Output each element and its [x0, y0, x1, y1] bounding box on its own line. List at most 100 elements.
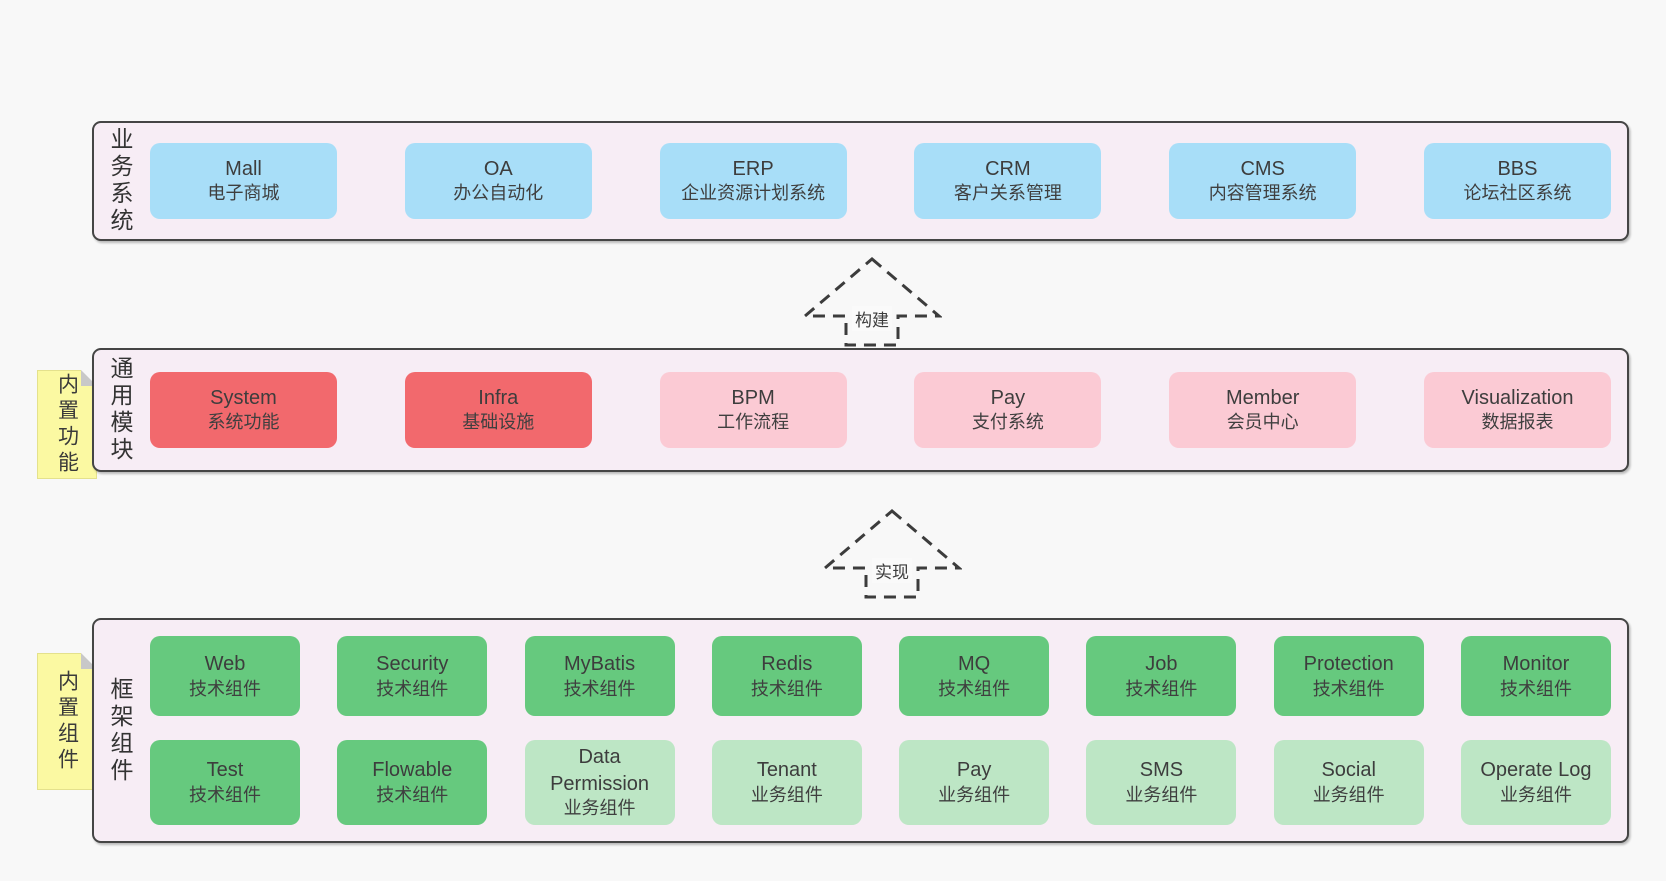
box-data-permission: Data Permission 业务组件 — [524, 740, 675, 825]
box-title: Operate Log — [1480, 759, 1592, 782]
section-rows: System 系统功能 Infra 基础设施 BPM 工作流程 Pay 支付系统 Member 会… — [150, 372, 1611, 448]
box-subtitle: 会员中心 — [1226, 412, 1299, 433]
box-subtitle: 业务组件 — [1499, 784, 1572, 805]
box-title: Redis — [761, 653, 813, 676]
box-subtitle: 技术组件 — [376, 678, 449, 699]
box-title: Flowable — [372, 759, 453, 782]
section-business-systems: 业务系统 Mall 电子商城 OA 办公自动化 ERP 企业资源计划系统 CRM 客户关系管理… — [92, 121, 1629, 241]
box-bbs: BBS 论坛社区系统 — [1423, 143, 1611, 219]
box-title: BPM — [731, 386, 775, 409]
box-title: Pay — [990, 386, 1026, 409]
box-subtitle: 数据报表 — [1481, 412, 1554, 433]
box-subtitle: 论坛社区系统 — [1463, 183, 1572, 204]
note-label: 内置功能 — [55, 372, 79, 477]
sticky-note-builtin-components: 内置组件 — [37, 653, 97, 790]
component-row: System 系统功能 Infra 基础设施 BPM 工作流程 Pay 支付系统 Member 会… — [150, 372, 1611, 448]
box-subtitle: 办公自动化 — [453, 183, 544, 204]
box-subtitle: 技术组件 — [189, 784, 261, 805]
box-subtitle: 客户关系管理 — [953, 183, 1062, 204]
box-subtitle: 电子商城 — [207, 183, 280, 204]
box-system: System 系统功能 — [150, 372, 337, 448]
box-subtitle: 技术组件 — [1312, 678, 1385, 699]
box-pay: Pay 支付系统 — [914, 372, 1102, 448]
box-title: Monitor — [1502, 653, 1570, 676]
box-subtitle: 支付系统 — [971, 412, 1044, 433]
box-title: Test — [206, 759, 244, 782]
box-subtitle: 技术组件 — [750, 678, 823, 699]
box-title: Mall — [225, 157, 262, 180]
box-erp: ERP 企业资源计划系统 — [659, 143, 847, 219]
arrow-label: 构建 — [852, 306, 892, 331]
box-title: Member — [1226, 386, 1300, 409]
box-title: Protection — [1303, 653, 1394, 676]
box-subtitle: 技术组件 — [376, 784, 449, 805]
box-subtitle: 内容管理系统 — [1208, 183, 1317, 204]
box-title: BBS — [1497, 157, 1538, 180]
arrow-label: 实现 — [872, 558, 912, 583]
arrow-up-build: 构建 — [802, 256, 942, 348]
box-title: SMS — [1139, 759, 1184, 782]
box-title: Social — [1321, 759, 1376, 782]
box-title: ERP — [732, 157, 774, 180]
box-title: System — [210, 386, 277, 409]
box-subtitle: 业务组件 — [938, 784, 1011, 805]
section-label: 框架组件 — [107, 676, 133, 785]
box-subtitle: 技术组件 — [563, 678, 636, 699]
box-bpm: BPM 工作流程 — [659, 372, 847, 448]
box-mall: Mall 电子商城 — [150, 143, 337, 219]
box-subtitle: 技术组件 — [1125, 678, 1198, 699]
box-subtitle: 业务组件 — [1125, 784, 1198, 805]
box-subtitle: 基础设施 — [462, 412, 535, 433]
box-title: Pay — [956, 759, 992, 782]
box-title: CRM — [985, 157, 1031, 180]
box-subtitle: 业务组件 — [1312, 784, 1385, 805]
box-member: Member 会员中心 — [1169, 372, 1357, 448]
sticky-note-builtin-features: 内置功能 — [37, 370, 97, 479]
box-title: MQ — [958, 653, 991, 676]
box-title: Infra — [478, 386, 519, 409]
box-title: Job — [1145, 653, 1178, 676]
arrow-up-implement: 实现 — [822, 508, 962, 600]
box-subtitle: 业务组件 — [563, 798, 636, 819]
box-subtitle: 技术组件 — [189, 678, 261, 699]
section-rows: Mall 电子商城 OA 办公自动化 ERP 企业资源计划系统 CRM 客户关系管理 CMS 内容… — [150, 143, 1611, 219]
box-title: MyBatis — [564, 653, 636, 676]
box-subtitle: 业务组件 — [750, 784, 823, 805]
component-row: Mall 电子商城 OA 办公自动化 ERP 企业资源计划系统 CRM 客户关系管理 CMS 内容… — [150, 143, 1611, 219]
box-subtitle: 企业资源计划系统 — [681, 183, 826, 204]
box-infra: Infra 基础设施 — [404, 372, 592, 448]
box-subtitle: 技术组件 — [938, 678, 1011, 699]
box-title: Web — [204, 653, 246, 676]
box-title: Tenant — [756, 759, 817, 782]
box-subtitle: 工作流程 — [717, 412, 790, 433]
box-title: Security — [376, 653, 449, 676]
box-cms: CMS 内容管理系统 — [1169, 143, 1357, 219]
section-label: 业务系统 — [107, 127, 133, 235]
box-subtitle: 系统功能 — [207, 412, 280, 433]
box-oa: OA 办公自动化 — [404, 143, 592, 219]
box-title: CMS — [1240, 157, 1285, 180]
box-subtitle: 技术组件 — [1499, 678, 1572, 699]
box-title: Data Permission — [550, 746, 650, 795]
dashed-up-arrow-icon — [802, 257, 942, 347]
box-title: OA — [483, 157, 513, 180]
note-label: 内置组件 — [55, 669, 79, 774]
